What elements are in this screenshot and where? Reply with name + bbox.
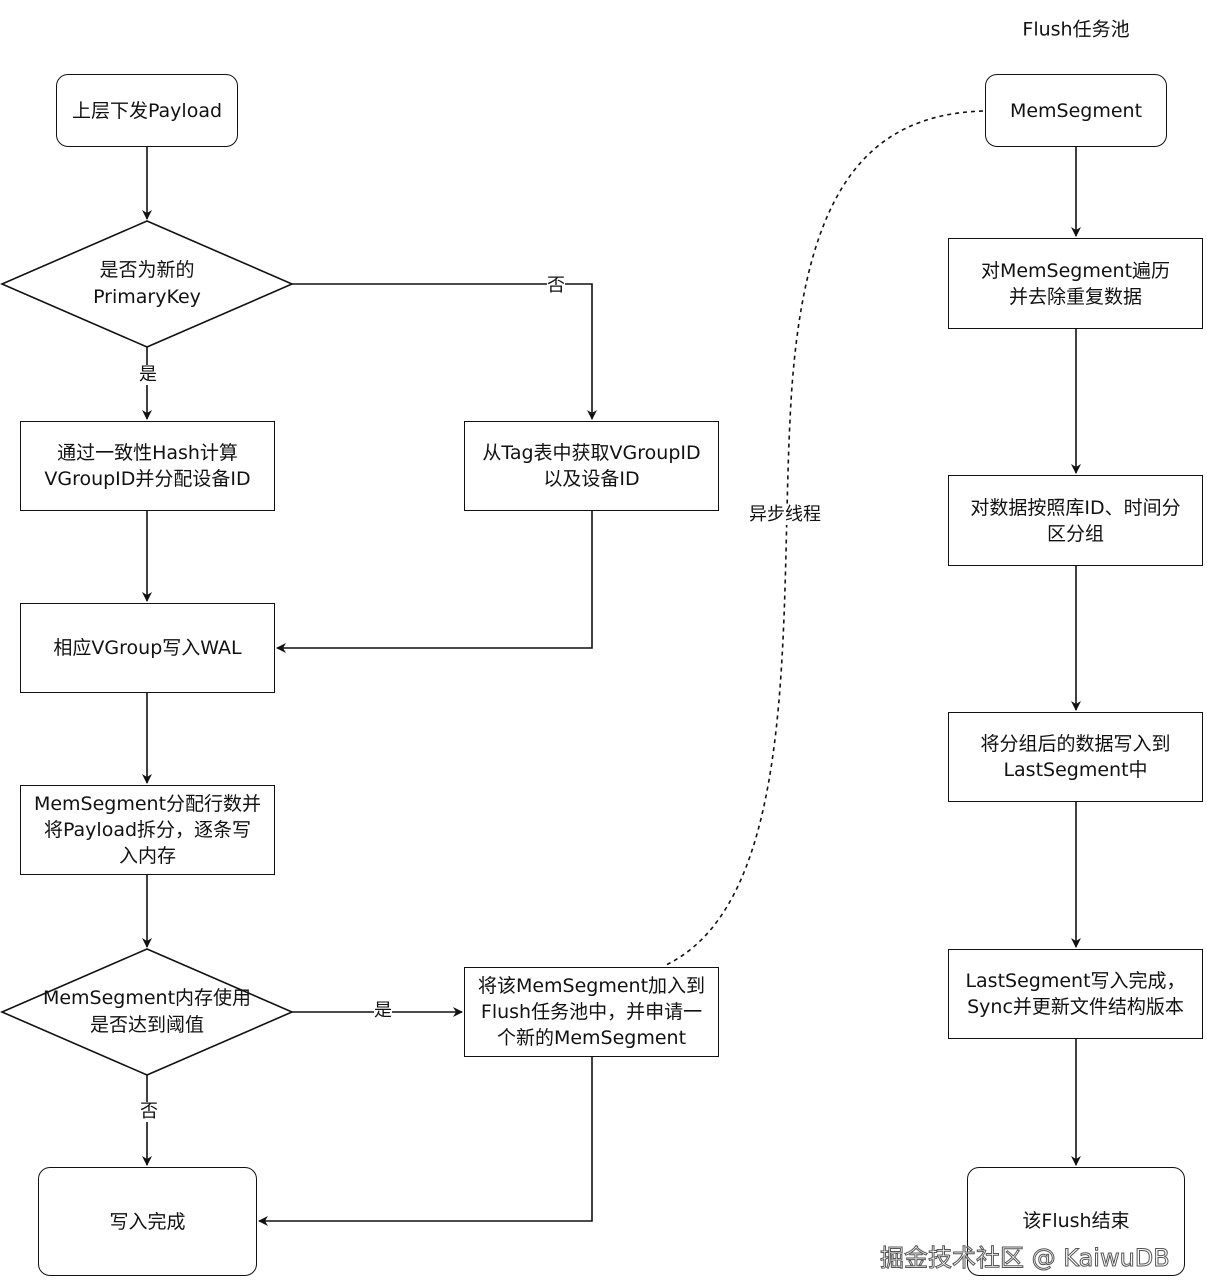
node-text: LastSegment中	[1003, 759, 1148, 781]
node-text: 通过一致性Hash计算	[57, 442, 238, 464]
node-text: 将分组后的数据写入到	[980, 733, 1171, 755]
write-last-node: 将分组后的数据写入到 LastSegment中	[948, 712, 1203, 802]
sync-node: LastSegment写入完成， Sync并更新文件结构版本	[948, 949, 1203, 1039]
node-text: 入内存	[118, 845, 176, 867]
node-text: 个新的MemSegment	[496, 1027, 687, 1049]
pool-title: Flush任务池	[1022, 18, 1130, 41]
decision-text: PrimaryKey	[93, 286, 201, 308]
write-done-node: 写入完成	[38, 1167, 257, 1276]
edge	[276, 511, 593, 653]
node-text: 该Flush结束	[1022, 1210, 1130, 1232]
watermark: 掘金技术社区 @ KaiwuDB	[880, 1244, 1171, 1273]
new-key-node: 通过一致性Hash计算 VGroupID并分配设备ID	[20, 421, 275, 511]
decision-new-key: 是否为新的 PrimaryKey	[40, 250, 254, 318]
add-pool-node: 将该MemSegment加入到 Flush任务池中，并申请一个新的MemSegme…	[464, 967, 719, 1057]
node-text: LastSegment写入完成，	[965, 970, 1186, 992]
node-text: 从Tag表中获取VGroupID	[482, 442, 701, 464]
no-label: 否	[547, 275, 565, 296]
edge	[258, 1057, 593, 1226]
decision-threshold: MemSegment内存使用是否达到阈值	[20, 978, 274, 1046]
node-text: 并去除重复数据	[1008, 285, 1142, 308]
yes-label: 是	[374, 1000, 392, 1021]
node-text: 相应VGroup写入WAL	[53, 637, 242, 659]
node-text: 对数据按照库ID、时间分	[970, 496, 1181, 519]
async-dashed-edge	[665, 110, 984, 966]
async-thread-label: 异步线程	[749, 504, 821, 525]
node-text: VGroupID并分配设备ID	[44, 468, 251, 490]
node-text: 对MemSegment遍历	[980, 259, 1171, 282]
existing-key-node: 从Tag表中获取VGroupID 以及设备ID	[464, 421, 719, 511]
wal-node: 相应VGroup写入WAL	[20, 603, 275, 693]
node-text: MemSegment	[1009, 99, 1143, 122]
no-label: 否	[140, 1101, 158, 1122]
group-node: 对数据按照库ID、时间分区分组	[948, 475, 1203, 566]
edge	[292, 283, 597, 420]
decision-text: MemSegment内存使用	[42, 987, 252, 1009]
node-text: 以及设备ID	[543, 468, 640, 490]
node-text: MemSegment分配行数并	[33, 793, 262, 815]
flush-end-node: 该Flush结束	[967, 1167, 1185, 1276]
start-node: 上层下发Payload	[56, 74, 238, 147]
node-text: Flush任务池中，并申请一	[480, 1001, 703, 1023]
start-label: 上层下发Payload	[71, 99, 223, 122]
node-text: 区分组	[1046, 522, 1104, 545]
node-text: 将该MemSegment加入到	[477, 975, 706, 997]
node-text: 将Payload拆分，逐条写	[43, 819, 252, 841]
node-text: Sync并更新文件结构版本	[967, 996, 1184, 1018]
memsegment-node: MemSegment	[985, 74, 1167, 147]
node-text: 写入完成	[109, 1210, 186, 1233]
decision-text: 是否达到阈值	[89, 1014, 204, 1036]
yes-label: 是	[139, 364, 157, 385]
dedupe-node: 对MemSegment遍历并去除重复数据	[948, 238, 1203, 329]
decision-text: 是否为新的	[99, 259, 195, 281]
memseg-write-node: MemSegment分配行数并将Payload拆分，逐条写入内存	[20, 785, 275, 875]
